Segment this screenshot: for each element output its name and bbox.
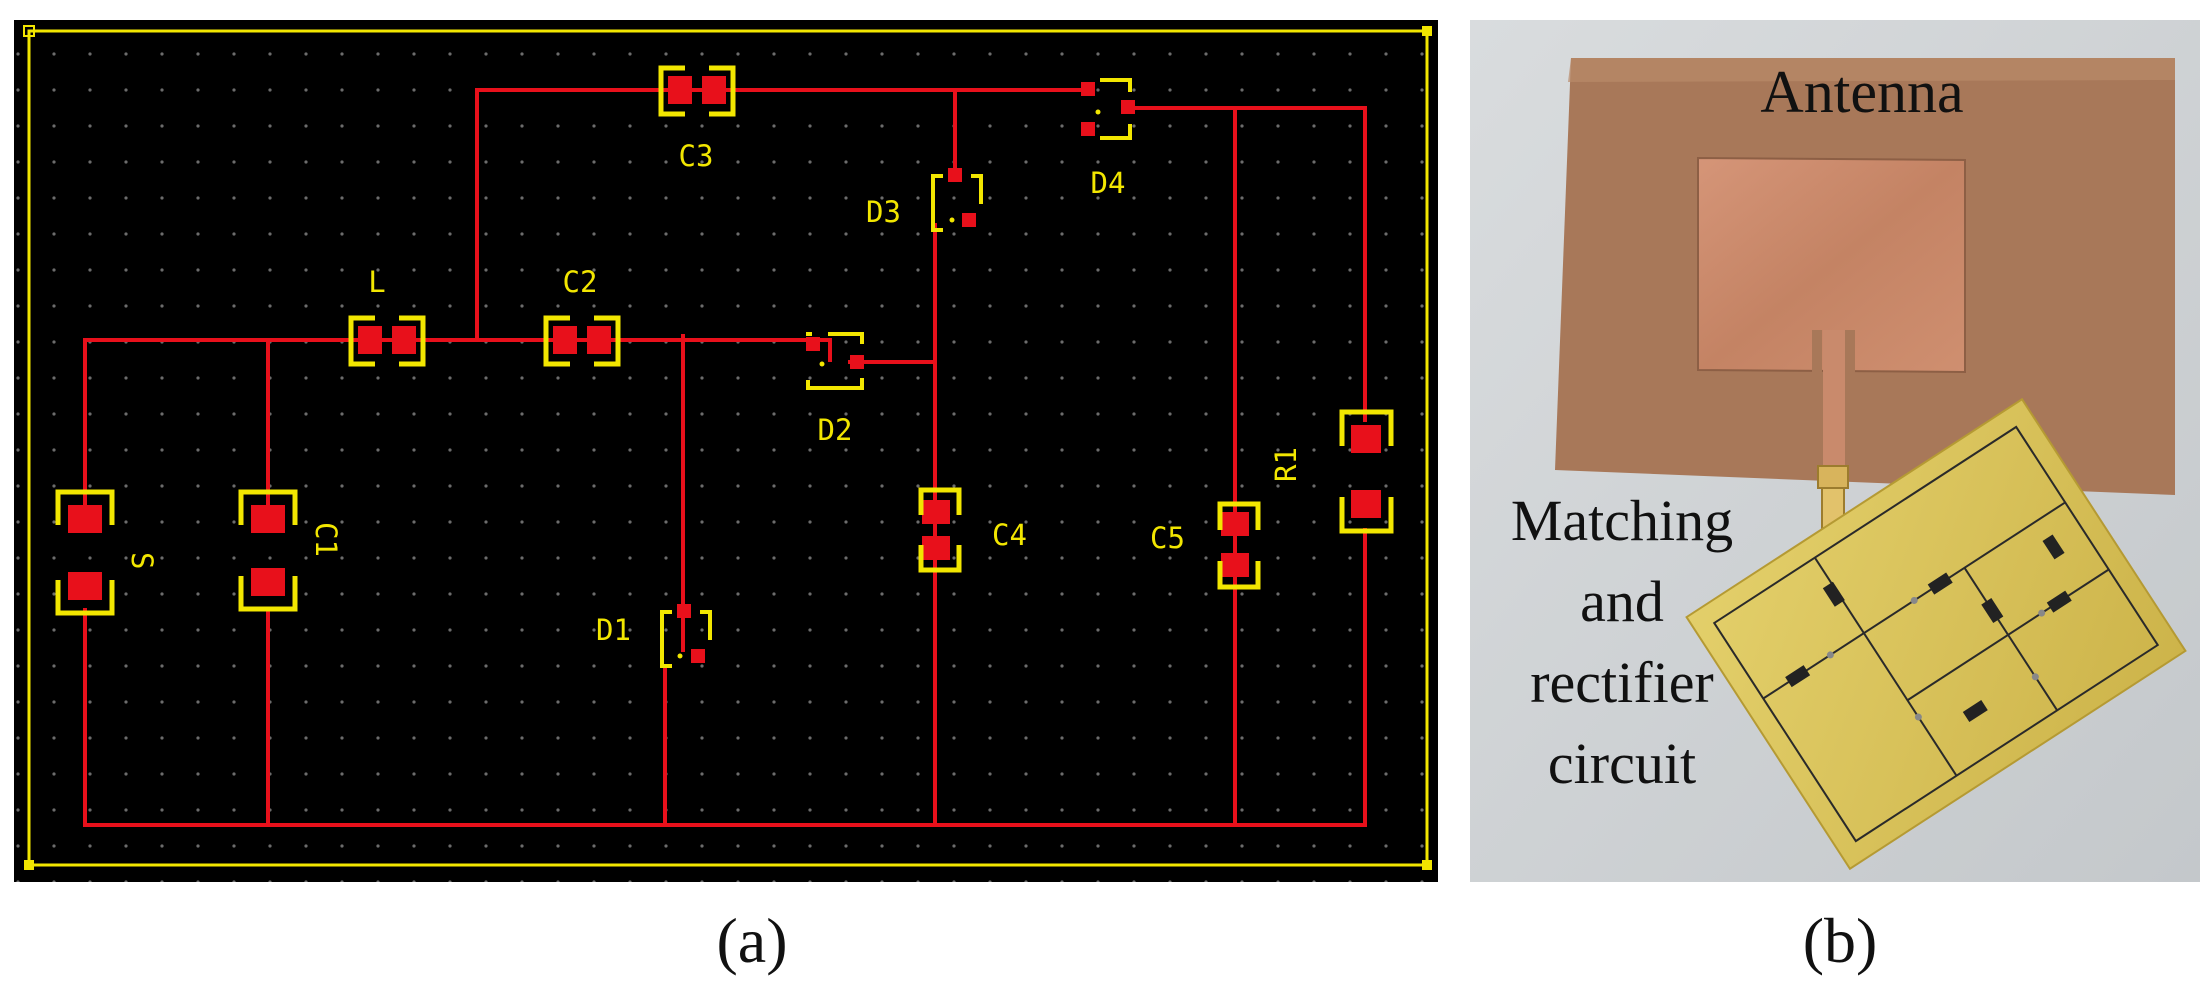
silkscreen-outline xyxy=(1339,409,1394,534)
panel-a-pcb-layout: S C1 L C2 C3 xyxy=(14,20,1438,882)
silkscreen-outline xyxy=(348,315,426,367)
panel-b-prototype-photo: Antenna Matching and rectifier circuit xyxy=(1470,20,2200,882)
component-d2: D2 xyxy=(806,332,864,447)
pad xyxy=(251,505,285,533)
component-c1: C1 xyxy=(238,489,343,612)
outline-corner xyxy=(23,25,35,37)
label-c2: C2 xyxy=(563,265,598,299)
circuit-label-line4: circuit xyxy=(1548,731,1696,796)
pad xyxy=(806,337,820,351)
component-c5: C5 xyxy=(1150,501,1261,590)
pad xyxy=(1081,82,1095,96)
pcb-traces xyxy=(83,88,1367,827)
silkscreen-outline xyxy=(543,315,621,367)
patch-slot xyxy=(1812,330,1822,374)
component-d3: D3 xyxy=(866,168,983,232)
silkscreen-outline xyxy=(931,174,983,232)
label-c5: C5 xyxy=(1150,521,1185,555)
feed-line xyxy=(1823,330,1845,470)
pad xyxy=(962,213,976,227)
component-c4: C4 xyxy=(918,487,1027,573)
pad xyxy=(1221,553,1249,577)
polarity-dot xyxy=(677,653,683,659)
polarity-dot xyxy=(1095,109,1101,115)
pad xyxy=(1351,490,1381,518)
silkscreen-outline xyxy=(806,332,864,390)
component-c3: C3 xyxy=(658,65,736,173)
silkscreen-outline xyxy=(238,489,298,612)
pcb-grid xyxy=(14,20,1438,882)
rectifier-board xyxy=(1685,397,2187,871)
label-s: S xyxy=(125,552,159,569)
pad xyxy=(1351,425,1381,453)
label-d1: D1 xyxy=(596,613,631,647)
board-substrate xyxy=(1685,397,2187,871)
component-c2: C2 xyxy=(543,265,621,367)
pad xyxy=(1081,122,1095,136)
pad xyxy=(1121,100,1135,114)
silkscreen-outline xyxy=(1100,78,1132,140)
outline-corner xyxy=(1422,860,1432,870)
label-r1: R1 xyxy=(1269,447,1303,482)
pad xyxy=(1221,512,1249,536)
pad xyxy=(68,572,102,600)
pad xyxy=(587,326,611,354)
component-d1: D1 xyxy=(596,604,712,668)
caption-b: (b) xyxy=(1803,905,1878,976)
antenna-substrate-shade xyxy=(1568,58,2175,82)
silkscreen-outline xyxy=(658,65,736,117)
circuit-label-line1: Matching xyxy=(1511,488,1733,553)
circuit-label-line3: rectifier xyxy=(1530,650,1714,715)
silkscreen-outline xyxy=(55,489,115,616)
pad xyxy=(251,568,285,596)
component-r1: R1 xyxy=(1269,409,1394,534)
label-c3: C3 xyxy=(679,139,714,173)
pad xyxy=(691,649,705,663)
pad xyxy=(668,76,692,104)
pad xyxy=(702,76,726,104)
label-l: L xyxy=(368,265,385,299)
patch-slot xyxy=(1845,330,1855,374)
pcb-outline xyxy=(27,29,1429,867)
outline-corner xyxy=(1422,26,1432,36)
pad xyxy=(392,326,416,354)
label-d4: D4 xyxy=(1091,166,1126,200)
outline-corner xyxy=(24,860,34,870)
pad xyxy=(553,326,577,354)
component-d4: D4 xyxy=(1081,78,1135,200)
silkscreen-outline xyxy=(918,487,962,573)
component-s: S xyxy=(55,489,159,616)
circuit-label-line2: and xyxy=(1580,569,1664,634)
sma-connector xyxy=(1817,465,1849,489)
label-d3: D3 xyxy=(866,195,901,229)
pad xyxy=(850,355,864,369)
antenna-patch xyxy=(1697,156,1966,374)
polarity-dot xyxy=(949,217,955,223)
component-l: L xyxy=(348,265,426,367)
pad xyxy=(677,604,691,618)
pad xyxy=(922,500,950,524)
antenna-label: Antenna xyxy=(1760,59,1963,125)
pad xyxy=(358,326,382,354)
label-c4: C4 xyxy=(992,518,1027,552)
silkscreen-outline xyxy=(1217,501,1261,590)
pad xyxy=(948,168,962,182)
label-d2: D2 xyxy=(818,413,853,447)
caption-a: (a) xyxy=(716,905,787,976)
pad xyxy=(68,505,102,533)
label-c1: C1 xyxy=(309,522,343,557)
pad xyxy=(922,536,950,560)
polarity-dot xyxy=(819,361,825,367)
silkscreen-outline xyxy=(660,610,712,668)
